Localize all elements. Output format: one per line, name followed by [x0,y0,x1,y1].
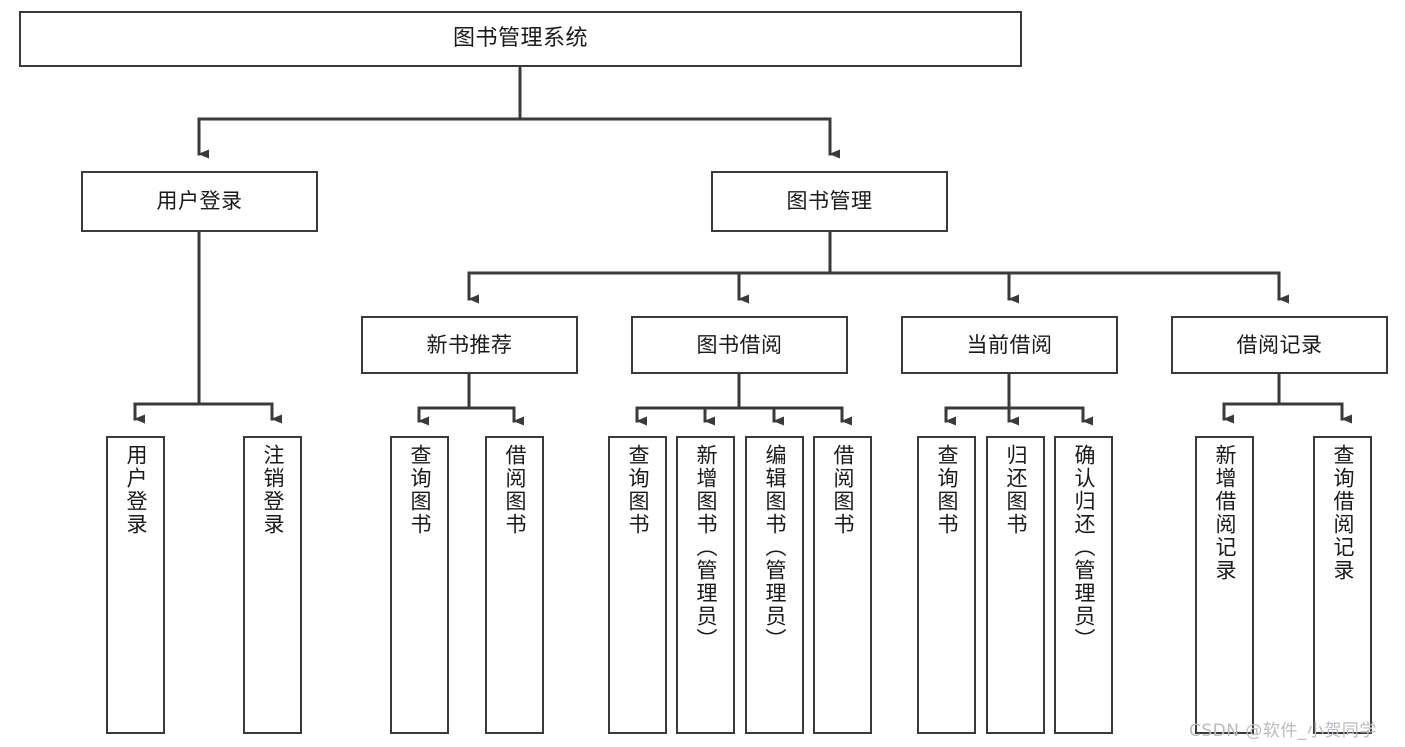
node-new-book-recommend-label: 新书推荐 [426,332,513,357]
node-root-system-label: 图书管理系统 [452,26,588,52]
node-leaf-confirm-return-label: 确认归还（管理员） [1072,444,1096,651]
node-leaf-borrow-book-2[interactable]: 借阅图书 [813,436,872,734]
connector-group-book-management [467,230,1289,304]
connector-group-root [197,65,840,159]
node-leaf-add-book[interactable]: 新增图书（管理员） [676,436,735,734]
node-leaf-query-book-3[interactable]: 查询图书 [917,436,976,734]
node-book-borrow[interactable]: 图书借阅 [631,316,848,374]
node-leaf-user-login-label: 用户登录 [124,444,148,536]
node-leaf-query-record-label: 查询借阅记录 [1331,444,1355,582]
node-leaf-borrow-book-1[interactable]: 借阅图书 [485,436,544,734]
node-book-management-label: 图书管理 [786,189,873,214]
node-leaf-edit-book-label: 编辑图书（管理员） [763,444,787,651]
connector-group-new-book-recommend [417,372,524,426]
node-leaf-edit-book[interactable]: 编辑图书（管理员） [745,436,804,734]
node-book-borrow-label: 图书借阅 [696,332,783,357]
node-leaf-logout-login-label: 注销登录 [261,444,285,536]
connector-group-borrow-record [1222,372,1352,424]
node-leaf-query-book-1-label: 查询图书 [408,444,432,536]
node-leaf-return-book[interactable]: 归还图书 [986,436,1045,734]
connector-group-book-borrow [635,372,852,426]
node-leaf-query-book-2[interactable]: 查询图书 [608,436,667,734]
node-leaf-query-book-2-label: 查询图书 [626,444,650,536]
node-leaf-user-login[interactable]: 用户登录 [106,436,165,734]
node-current-borrow[interactable]: 当前借阅 [901,316,1118,374]
node-user-login-label: 用户登录 [156,189,243,214]
node-leaf-return-book-label: 归还图书 [1004,444,1028,536]
node-leaf-query-record[interactable]: 查询借阅记录 [1313,436,1372,734]
node-borrow-record-label: 借阅记录 [1236,332,1323,357]
node-current-borrow-label: 当前借阅 [966,332,1053,357]
node-leaf-confirm-return[interactable]: 确认归还（管理员） [1054,436,1113,734]
node-leaf-borrow-book-2-label: 借阅图书 [831,444,855,536]
node-borrow-record[interactable]: 借阅记录 [1171,316,1388,374]
node-root-system[interactable]: 图书管理系统 [19,11,1022,67]
connector-group-user-login [133,230,282,424]
node-leaf-add-book-label: 新增图书（管理员） [694,444,718,651]
node-leaf-logout-login[interactable]: 注销登录 [243,436,302,734]
node-leaf-add-record[interactable]: 新增借阅记录 [1195,436,1254,734]
node-leaf-add-record-label: 新增借阅记录 [1213,444,1237,582]
node-new-book-recommend[interactable]: 新书推荐 [361,316,578,374]
node-leaf-borrow-book-1-label: 借阅图书 [503,444,527,536]
node-user-login[interactable]: 用户登录 [81,171,318,232]
connector-group-current-borrow [944,372,1093,426]
node-book-management[interactable]: 图书管理 [711,171,948,232]
node-leaf-query-book-3-label: 查询图书 [935,444,959,536]
node-leaf-query-book-1[interactable]: 查询图书 [390,436,449,734]
